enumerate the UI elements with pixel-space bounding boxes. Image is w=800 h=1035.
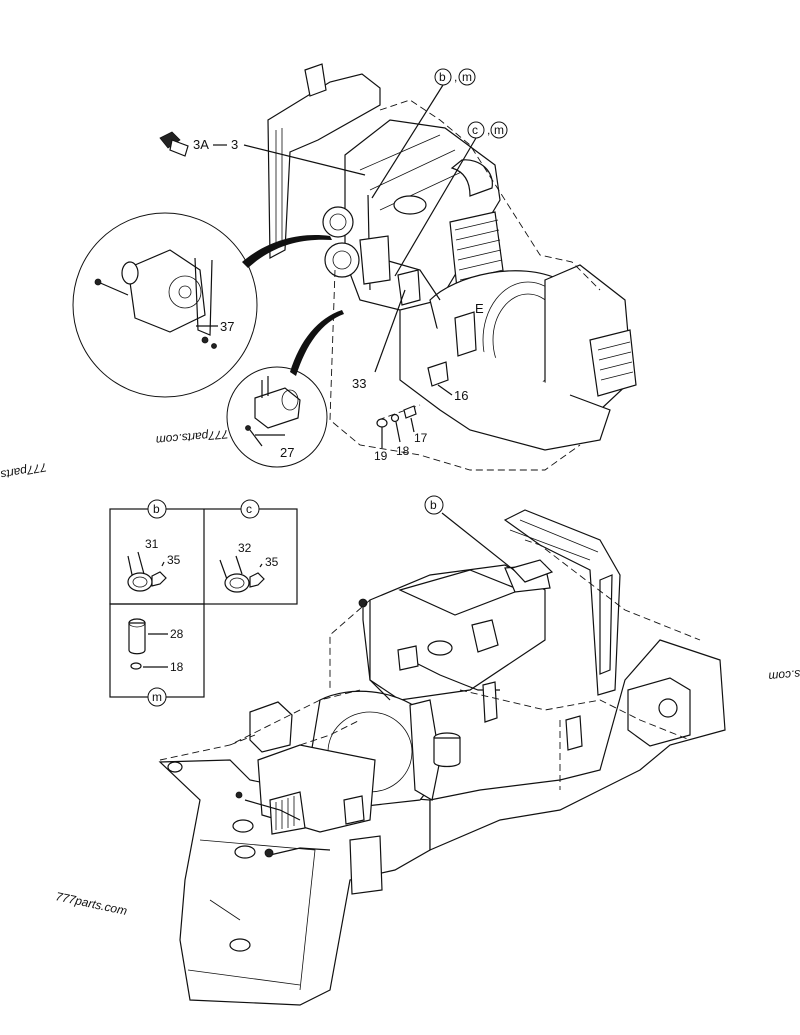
- machine-assembly-lower: [158, 509, 726, 1006]
- upper-callouts: 3A 3 b , m c , m 33 16 17 18 19: [159, 68, 508, 463]
- callout-37: 37: [220, 319, 234, 334]
- detail-part-31: 31: [145, 537, 159, 551]
- callout-33: 33: [352, 376, 366, 391]
- callout-E: E: [475, 301, 484, 316]
- callout-17: 17: [414, 431, 428, 445]
- detail-part-35-c: 35: [265, 555, 279, 569]
- callout-b-upper: b: [439, 70, 446, 84]
- callout-27: 27: [280, 445, 294, 460]
- detail-box: b c m 31 35 32 35 28 18: [109, 499, 298, 707]
- detail-part-18: 18: [170, 660, 184, 674]
- callout-3A: 3A: [193, 137, 209, 152]
- detail-part-35-b: 35: [167, 553, 181, 567]
- engine-assembly-upper: E: [267, 63, 637, 451]
- detail-footer-m: m: [152, 690, 162, 704]
- callout-16: 16: [454, 388, 468, 403]
- callout-b-lower: b: [430, 498, 437, 512]
- callout-18-upper: 18: [396, 444, 410, 458]
- relay-detail: 27: [226, 366, 328, 468]
- upper-dashed-outline: [329, 99, 601, 471]
- callout-19: 19: [374, 449, 388, 463]
- callout-c-upper: c: [472, 123, 478, 137]
- detail-header-b: b: [153, 502, 160, 516]
- lower-dashed-outline: [159, 539, 701, 790]
- detail-header-c: c: [246, 502, 252, 516]
- detail-part-32: 32: [238, 541, 252, 555]
- callout-sep-c: ,: [487, 123, 490, 137]
- callout-3: 3: [231, 137, 238, 152]
- callout-m-upper-1: m: [462, 70, 472, 84]
- watermark-1: 777parts.com: [155, 427, 229, 447]
- detail-leaders: [242, 235, 344, 376]
- watermark-4: s.com: [768, 667, 800, 684]
- callout-m-upper-2: m: [494, 123, 504, 137]
- watermark-3: 777parts.com: [54, 889, 128, 918]
- watermark-2: 777parts: [0, 460, 48, 482]
- lower-callout-b: b: [424, 495, 554, 583]
- alternator-detail: 37: [72, 212, 258, 398]
- callout-sep-b: ,: [454, 70, 457, 84]
- detail-part-28: 28: [170, 627, 184, 641]
